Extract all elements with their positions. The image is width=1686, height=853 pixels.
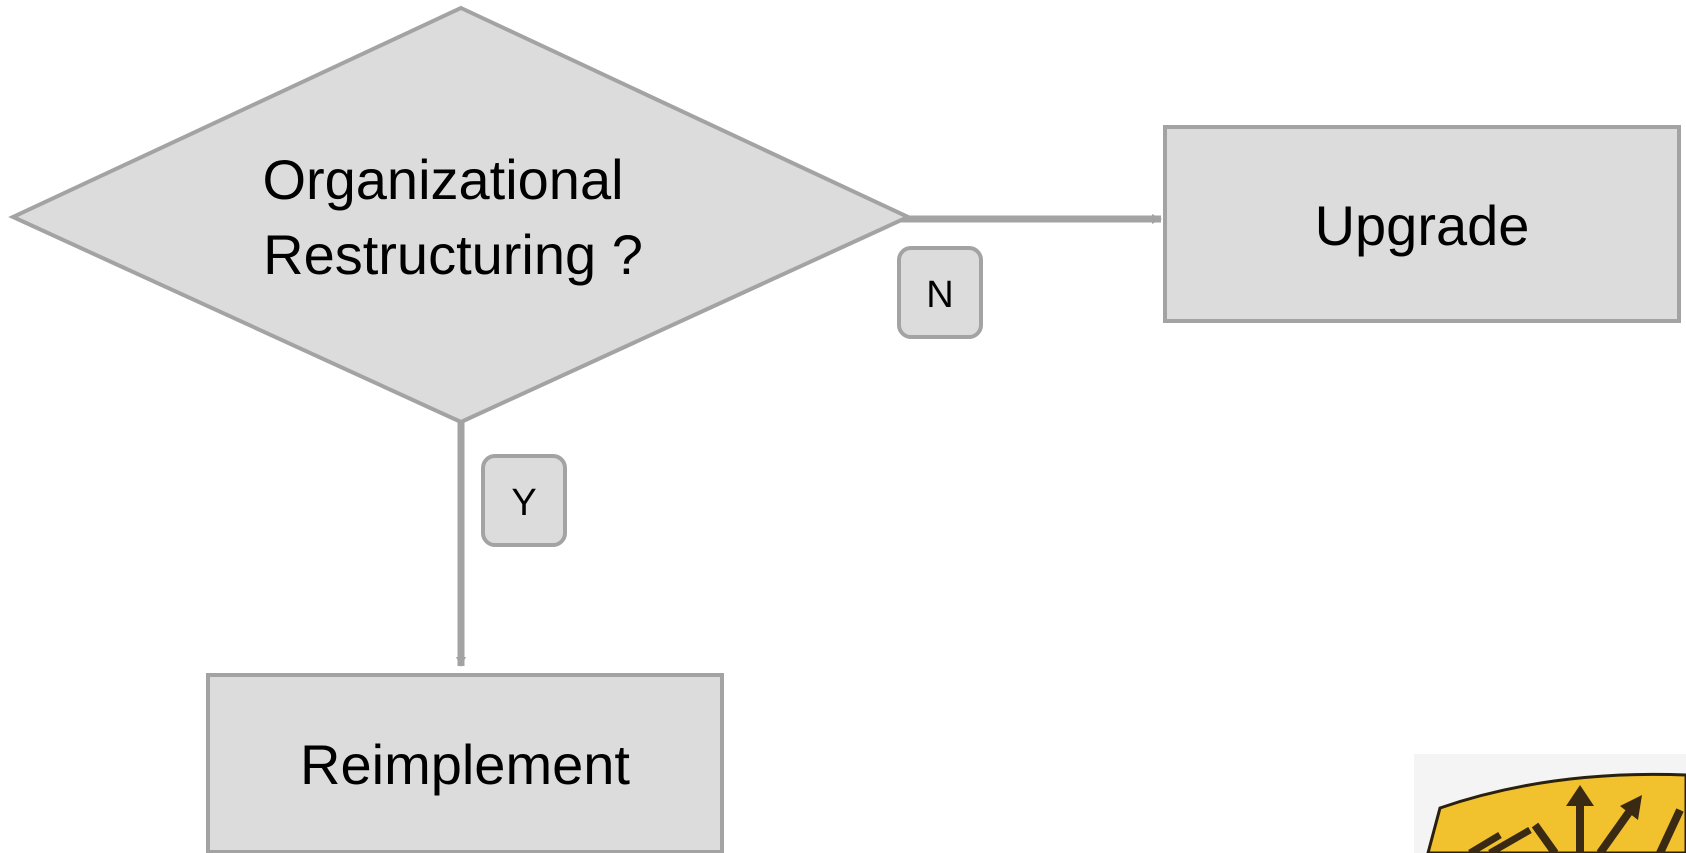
no-label-box bbox=[897, 246, 983, 339]
decision-label-line2: Restructuring ? bbox=[263, 223, 643, 286]
decision-diamond bbox=[8, 5, 913, 425]
decision-node: Organizational Restructuring ? bbox=[8, 5, 913, 425]
reimplement-box bbox=[206, 673, 724, 853]
upgrade-node: Upgrade bbox=[1163, 125, 1681, 323]
no-branch-label: N bbox=[897, 246, 983, 339]
reimplement-node: Reimplement bbox=[206, 673, 724, 853]
yes-label-box bbox=[481, 454, 567, 547]
decision-label-line1: Organizational bbox=[262, 148, 623, 211]
yes-label-text: Y bbox=[511, 482, 536, 524]
upgrade-box bbox=[1163, 125, 1681, 323]
upgrade-label: Upgrade bbox=[1315, 194, 1530, 257]
reimplement-label: Reimplement bbox=[300, 733, 630, 796]
crossroads-sign-icon bbox=[1414, 754, 1686, 853]
no-label-text: N bbox=[926, 274, 953, 316]
yes-branch-label: Y bbox=[481, 454, 567, 547]
